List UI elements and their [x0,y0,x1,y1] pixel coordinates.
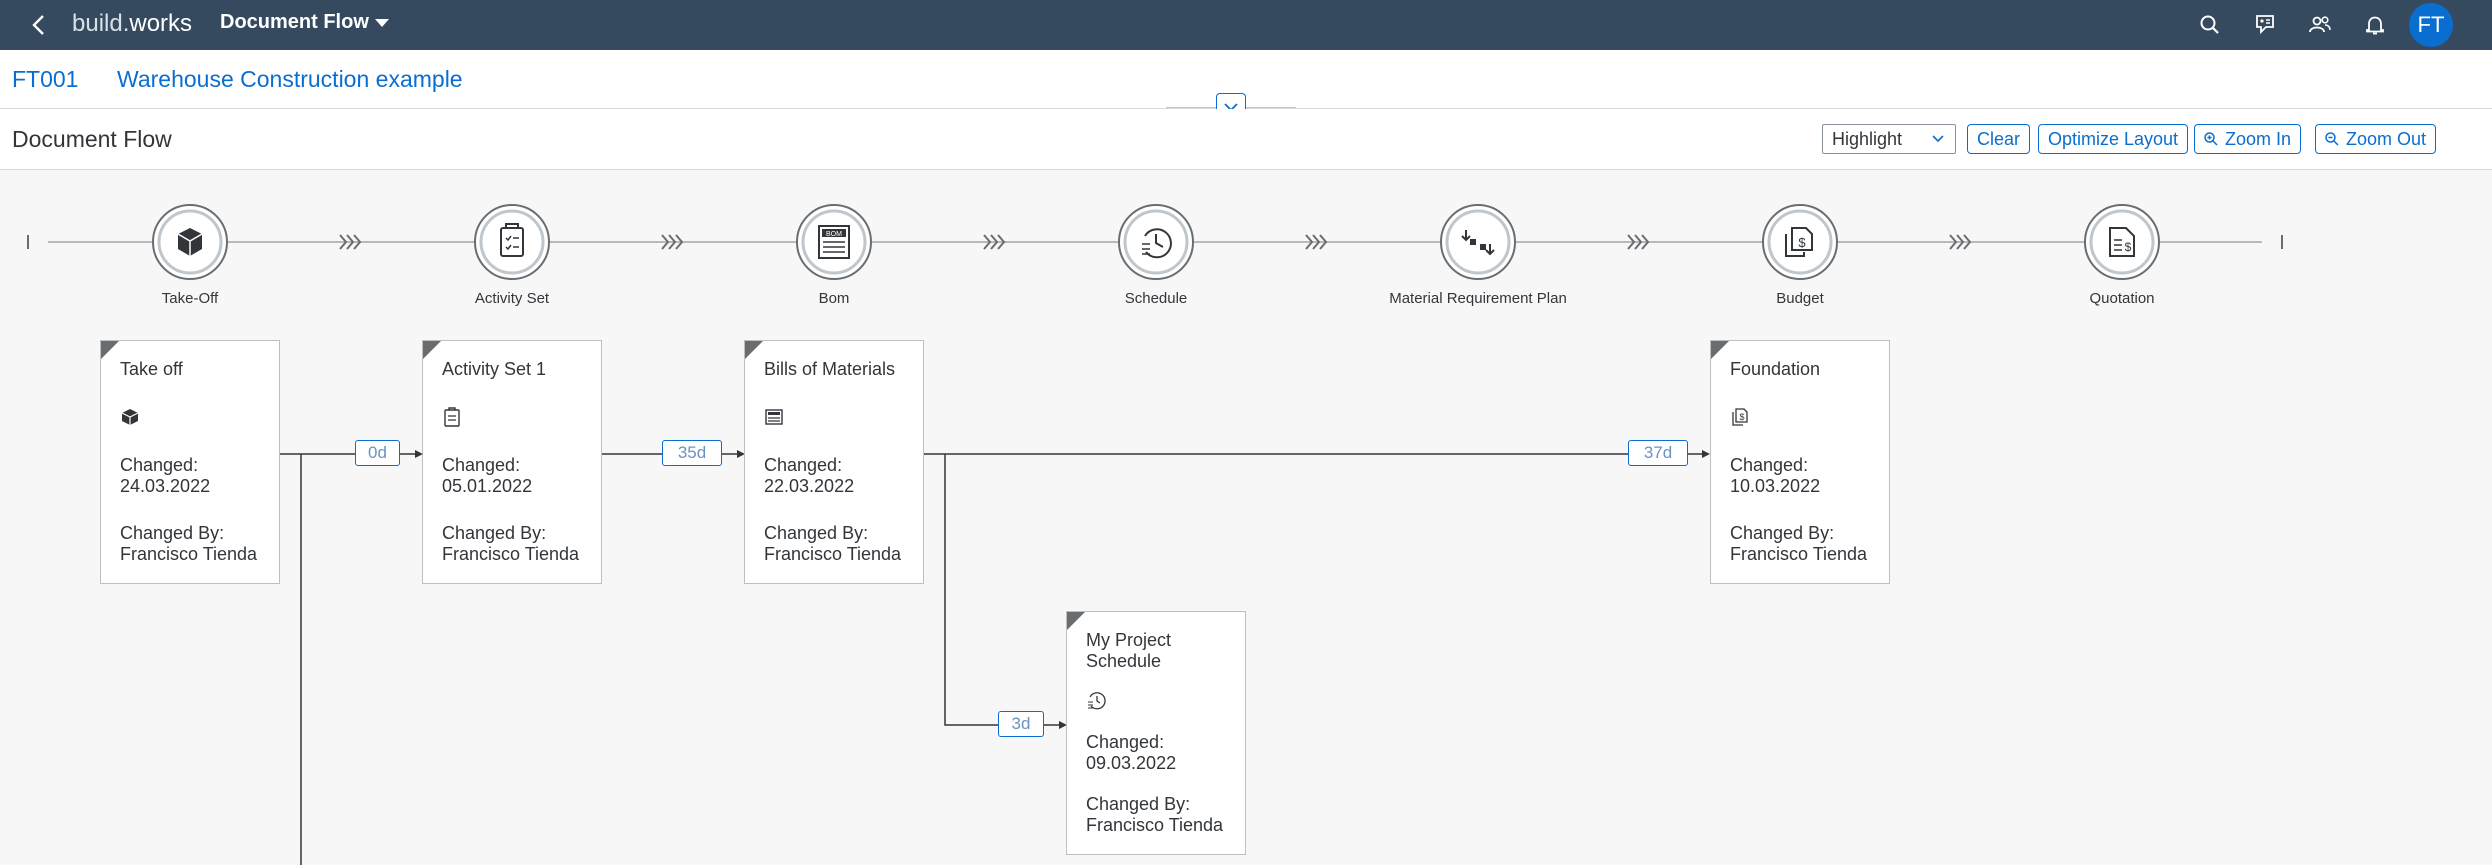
changed-by-label: Changed By: [120,523,225,543]
zoom-out-icon [2325,132,2339,146]
caret-down-icon [374,18,389,27]
bom-icon: BOM [818,225,850,259]
card-title: Bills of Materials [764,359,896,379]
svg-text:BOM: BOM [826,231,842,238]
lane-label-material-requirement-plan: Material Requirement Plan [1389,290,1567,307]
header-divider-right [1246,107,1296,108]
header-divider-left [1166,107,1216,108]
highlight-select[interactable]: Highlight [1822,124,1956,154]
changed-date: 10.03.2022 [1730,476,1821,496]
clear-button[interactable]: Clear [1967,124,2031,154]
flow-connectors: BOM $ $ [27,204,2283,865]
changed-label: Changed: [1730,455,1809,475]
brand-logo[interactable]: build.works [72,10,193,37]
changed-label: Changed: [1086,732,1165,752]
svg-text:$: $ [2125,240,2132,254]
card-title: My Project Schedule [1086,630,1172,671]
document-card-bills-of-materials[interactable]: Bills of Materials Changed: 22.03.2022 C… [744,340,924,584]
document-card-my-project-schedule[interactable]: My Project Schedule Changed: 09.03.2022 … [1066,611,1246,855]
budget-document-icon: $ [1732,408,1748,426]
user-avatar[interactable]: FT [2409,3,2453,47]
shell-bar: build.works Document Flow FT [0,0,2492,50]
back-icon[interactable] [24,10,54,40]
lane-label-quotation: Quotation [2089,290,2155,307]
search-icon[interactable] [2196,11,2224,39]
document-card-take-off[interactable]: Take off Changed: 24.03.2022 Changed By:… [100,340,280,584]
object-name-link[interactable]: Warehouse Construction example [117,66,463,92]
bom-icon [765,409,783,425]
duration-badge: 0d [355,440,400,466]
changed-by-value: Francisco Tienda [1086,815,1224,835]
bell-icon[interactable] [2361,11,2389,39]
user-group-icon[interactable] [2306,11,2334,39]
changed-label: Changed: [764,455,843,475]
svg-text:$: $ [1798,235,1806,250]
changed-label: Changed: [442,455,521,475]
lane-label-activity-set: Activity Set [474,290,550,307]
document-card-foundation[interactable]: Foundation $ Changed: 10.03.2022 Changed… [1710,340,1890,584]
changed-date: 22.03.2022 [764,476,855,496]
budget-document-icon: $ [1785,227,1813,257]
lane-label-budget: Budget [1776,290,1824,307]
clipboard-icon [500,223,524,257]
history-clock-icon [1142,228,1172,259]
document-flow-toolbar: Document Flow Highlight Clear Optimize L… [0,109,2492,170]
document-card-activity-set-1[interactable]: Activity Set 1 Changed: 05.01.2022 Chang… [422,340,602,584]
chevron-down-icon [1932,135,1944,143]
feedback-icon[interactable] [2251,11,2279,39]
cube-icon [121,409,139,425]
zoom-in-icon [2204,132,2218,146]
changed-by-label: Changed By: [1730,523,1835,543]
section-title: Document Flow [12,126,172,152]
optimize-layout-button[interactable]: Optimize Layout [2038,124,2189,154]
card-fold [745,341,763,359]
changed-date: 05.01.2022 [442,476,533,496]
changed-date: 09.03.2022 [1086,753,1177,773]
app-title-menu[interactable]: Document Flow [220,11,389,34]
history-clock-icon [1088,692,1106,710]
card-fold [423,341,441,359]
changed-by-label: Changed By: [764,523,869,543]
duration-badge: 3d [998,711,1044,737]
lane-label-schedule: Schedule [1124,290,1188,307]
cube-icon [177,228,203,256]
changed-date: 24.03.2022 [120,476,211,496]
clipboard-icon [444,407,460,427]
zoom-out-button[interactable]: Zoom Out [2315,124,2437,154]
duration-badge: 37d [1628,440,1688,466]
quotation-document-icon: $ [2109,227,2135,257]
lane-label-bom: Bom [818,290,850,307]
card-title: Activity Set 1 [442,359,547,379]
object-header: FT001 Warehouse Construction example [0,50,2492,109]
changed-label: Changed: [120,455,199,475]
changed-by-value: Francisco Tienda [1730,544,1868,564]
changed-by-value: Francisco Tienda [120,544,258,564]
changed-by-label: Changed By: [442,523,547,543]
changed-by-value: Francisco Tienda [442,544,580,564]
card-title: Take off [120,359,183,379]
card-fold [1067,612,1085,630]
card-fold [101,341,119,359]
object-id-link[interactable]: FT001 [12,66,79,92]
svg-text:$: $ [1739,412,1744,422]
duration-badge: 35d [662,440,722,466]
changed-by-label: Changed By: [1086,794,1191,814]
zoom-in-button[interactable]: Zoom In [2194,124,2302,154]
lane-label-take-off: Take-Off [161,290,219,307]
card-title: Foundation [1730,359,1821,379]
document-flow-canvas: BOM $ $ Take-Off Activity Set Bom Schedu… [0,170,2492,865]
changed-by-value: Francisco Tienda [764,544,902,564]
card-fold [1711,341,1729,359]
transfer-arrows-icon [1461,230,1495,256]
